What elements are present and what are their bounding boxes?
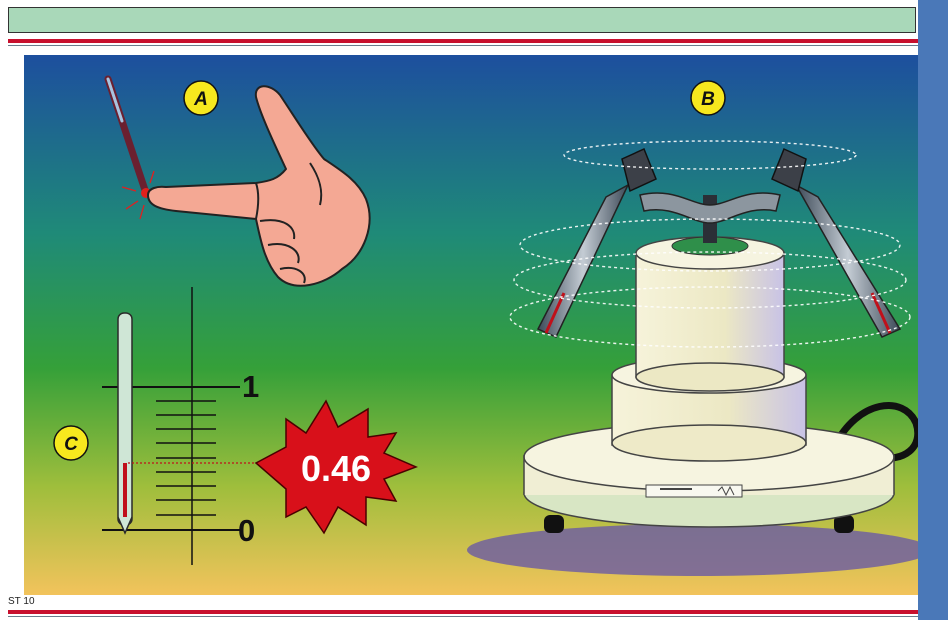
header-bar [8, 7, 916, 33]
label-c: C [64, 434, 78, 455]
scale-top-label: 1 [242, 369, 259, 404]
illustration-panel: A 1 0 C 0.46 [24, 55, 918, 595]
side-strip [918, 0, 948, 620]
label-b: B [701, 89, 715, 110]
header-red-rule [8, 39, 918, 43]
graduated-thermometer-icon [118, 313, 132, 533]
slide-code: ST 10 [8, 596, 35, 607]
badge-b: B [691, 81, 725, 115]
footer-thin-rule [8, 616, 918, 617]
scale-bottom-label: 0 [238, 513, 255, 548]
label-a: A [193, 89, 208, 110]
footer-red-rule [8, 610, 918, 614]
header-thin-rule [8, 45, 918, 46]
reading-value: 0.46 [301, 448, 371, 489]
badge-a: A [184, 81, 218, 115]
badge-c: C [54, 426, 88, 460]
